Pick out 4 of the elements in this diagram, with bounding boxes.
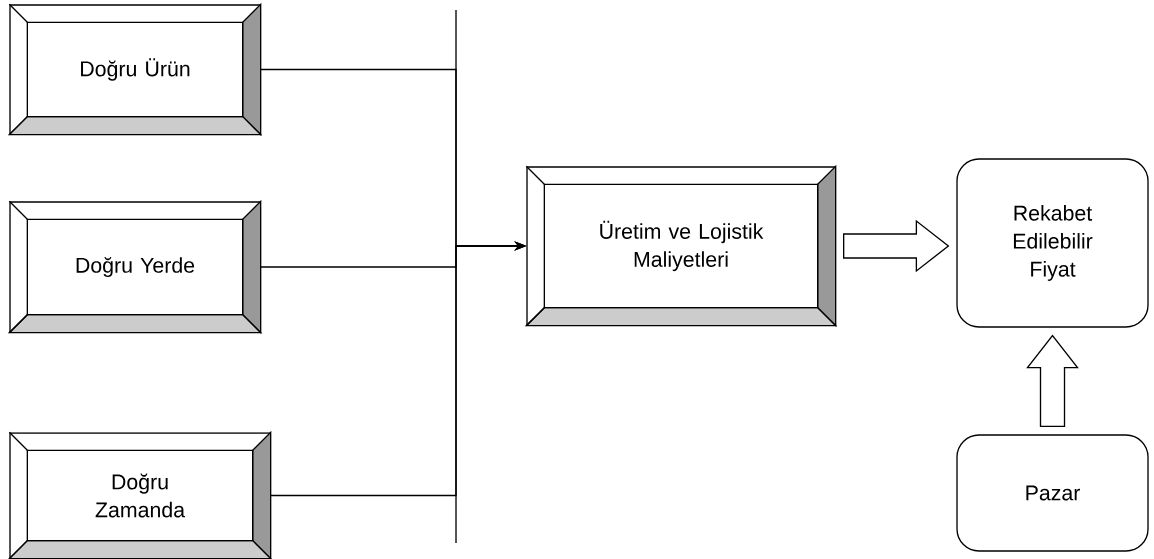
rounded-box: Pazar [956,434,1149,552]
rounded-box: Rekabet Edilebilir Fiyat [956,158,1149,328]
block-arrow [843,219,950,273]
block-arrow [1026,334,1079,427]
